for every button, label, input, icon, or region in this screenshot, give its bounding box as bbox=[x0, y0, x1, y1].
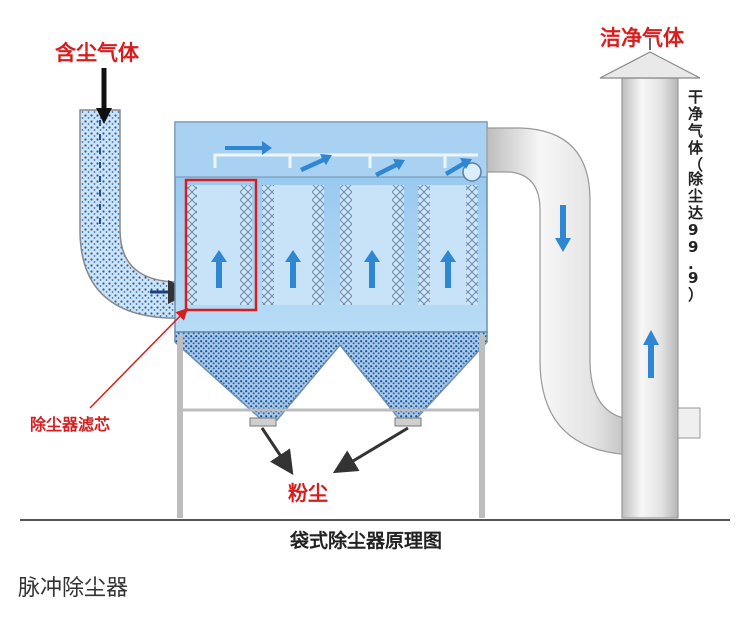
filter-highlight-box bbox=[184, 178, 258, 312]
vertical-label-char: 净 bbox=[688, 105, 703, 123]
label-filter-cartridge: 除尘器滤芯 bbox=[30, 415, 110, 434]
plenum-flow-arrows bbox=[225, 141, 472, 177]
outlet-duct bbox=[486, 127, 641, 456]
vertical-label-char: 9 bbox=[688, 269, 698, 287]
pulse-pipe bbox=[213, 153, 478, 168]
vertical-label-char: . bbox=[688, 255, 694, 273]
clean-air-plenum bbox=[174, 121, 488, 178]
vertical-label-char: 除 bbox=[688, 170, 704, 188]
diagram-title: 袋式除尘器原理图 bbox=[289, 529, 442, 552]
vertical-label-char: 达 bbox=[688, 204, 703, 222]
label-dusty-gas: 含尘气体 bbox=[55, 41, 140, 65]
filter-bags bbox=[185, 185, 478, 305]
inlet-duct bbox=[79, 109, 191, 319]
pulse-valve bbox=[462, 162, 482, 182]
vertical-label-char: ） bbox=[688, 286, 703, 304]
vertical-label-char: 9 bbox=[688, 221, 698, 239]
filter-pointer-line bbox=[89, 307, 189, 409]
vertical-label-char: 干 bbox=[688, 88, 703, 106]
dust-hopper bbox=[174, 331, 488, 427]
vertical-label-char: 气 bbox=[687, 122, 703, 140]
chimney-stack bbox=[599, 51, 701, 519]
label-clean-gas: 洁净气体 bbox=[600, 26, 685, 50]
bag-up-arrows bbox=[211, 250, 456, 288]
dust-output-arrows bbox=[260, 426, 409, 475]
page-caption: 脉冲除尘器 bbox=[18, 576, 129, 601]
vertical-label-char: （ bbox=[688, 156, 703, 174]
vertical-label-char: 9 bbox=[688, 238, 698, 256]
vertical-label-char: 体 bbox=[688, 139, 704, 157]
label-dust: 粉尘 bbox=[288, 481, 328, 505]
support-frame bbox=[177, 335, 485, 518]
inlet-arrow bbox=[96, 68, 112, 124]
vertical-label-char: 尘 bbox=[688, 187, 703, 205]
